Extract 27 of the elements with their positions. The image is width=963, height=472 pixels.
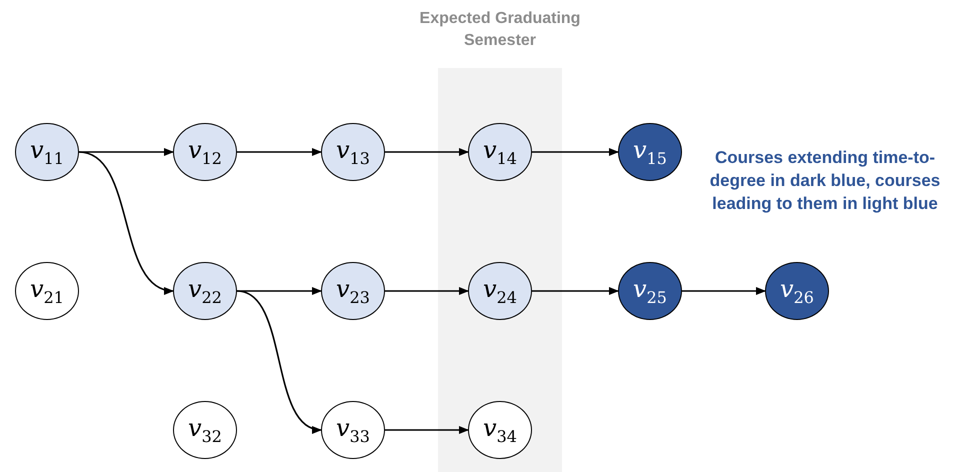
node-label: v$_{13}$	[336, 138, 370, 166]
arrow	[385, 426, 469, 434]
node-label: v$_{33}$	[336, 416, 370, 444]
arrow	[79, 148, 174, 156]
note-text: Courses extending time-to-degree in dark blue, courses leading to them in light blue	[708, 147, 942, 215]
arrow	[237, 148, 322, 156]
node-label: v$_{23}$	[336, 276, 370, 306]
arrow	[532, 148, 619, 156]
node-label: v$_{34}$	[483, 416, 517, 444]
node-label: v$_{21}$	[30, 276, 64, 306]
arrow	[682, 287, 766, 295]
arrow	[385, 148, 469, 156]
node-label: v$_{12}$	[188, 138, 222, 166]
arrow	[236, 290, 322, 432]
node-label: v$_{25}$	[633, 276, 667, 306]
node-label: v$_{15}$	[633, 138, 667, 166]
arrow	[237, 287, 322, 295]
arrow	[385, 287, 469, 295]
node-label: v$_{14}$	[483, 138, 517, 166]
node-label: v$_{22}$	[188, 276, 222, 306]
arrow	[532, 287, 619, 295]
node-label: v$_{24}$	[483, 276, 517, 306]
node-label: v$_{26}$	[780, 276, 814, 306]
node-label: v$_{32}$	[188, 416, 222, 444]
band-heading: Expected Graduating Semester	[418, 9, 582, 51]
arrow	[78, 151, 174, 294]
node-label: v$_{11}$	[30, 138, 64, 166]
